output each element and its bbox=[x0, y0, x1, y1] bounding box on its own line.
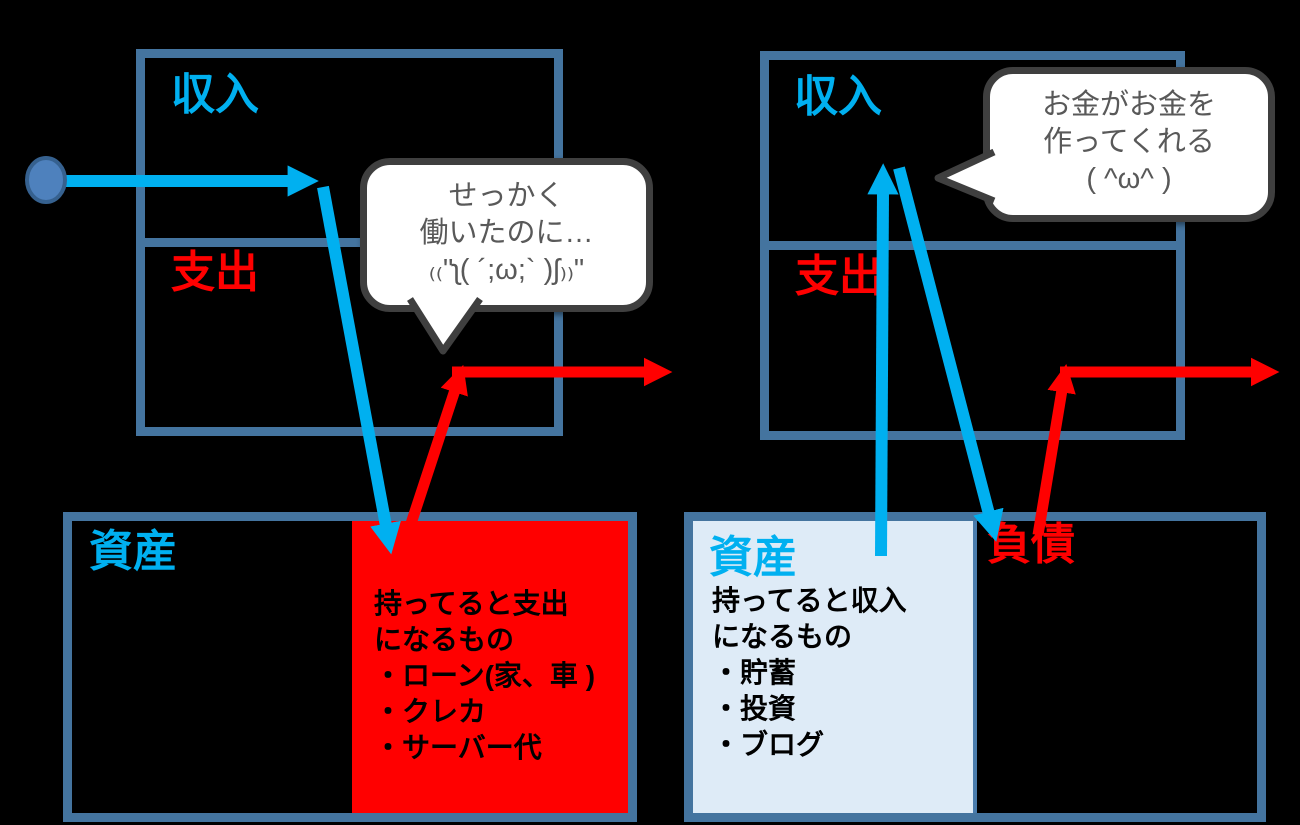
asset-lightblue-area bbox=[693, 521, 977, 813]
crying-speech-bubble: せっかく 働いたのに… ₍₍"ʅ( ´;ω;` )ʃ₎₎" bbox=[360, 158, 653, 312]
note-line: 持ってると支出 bbox=[374, 588, 569, 619]
bubble-line: お金がお金を bbox=[1041, 89, 1216, 121]
note-line: 持ってると収入 bbox=[712, 585, 907, 616]
bubble-line: ( ^ω^ ) bbox=[1086, 163, 1172, 195]
note-line: ・ローン(家、車 ) bbox=[374, 660, 596, 691]
income-label-left: 収入 bbox=[171, 70, 259, 119]
note-line: ・クレカ bbox=[374, 696, 487, 727]
happy-speech-bubble: お金がお金を 作ってくれる ( ^ω^ ) bbox=[983, 67, 1275, 222]
bubble-line: ₍₍"ʅ( ´;ω;` )ʃ₎₎" bbox=[428, 254, 585, 286]
liability-note-left: 持ってると支出 になるもの ・ローン(家、車 ) ・クレカ ・サーバー代 bbox=[374, 586, 595, 766]
bubble-line: せっかく bbox=[448, 180, 565, 212]
note-line: になるもの bbox=[712, 621, 853, 652]
note-line: ・サーバー代 bbox=[374, 732, 542, 763]
note-line: ・ブログ bbox=[712, 729, 825, 760]
liability-red-area bbox=[352, 521, 628, 813]
note-line: ・貯蓄 bbox=[712, 657, 797, 688]
asset-note-right: 持ってると収入 になるもの ・貯蓄 ・投資 ・ブログ bbox=[712, 583, 907, 763]
note-line: ・投資 bbox=[712, 693, 797, 724]
asset-label-left: 資産 bbox=[89, 527, 177, 576]
asset-label-right: 資産 bbox=[709, 533, 797, 582]
bubble-line: 働いたのに… bbox=[419, 217, 594, 249]
bubble-line: 作ってくれる bbox=[1043, 126, 1215, 158]
note-line: になるもの bbox=[374, 624, 515, 655]
income-expense-divider-right bbox=[760, 241, 1185, 250]
money-source-dot bbox=[25, 156, 67, 204]
income-label-right: 収入 bbox=[794, 72, 882, 121]
liability-label-right: 負債 bbox=[987, 520, 1075, 569]
expense-label-left: 支出 bbox=[171, 248, 259, 297]
expense-label-right: 支出 bbox=[795, 252, 883, 301]
